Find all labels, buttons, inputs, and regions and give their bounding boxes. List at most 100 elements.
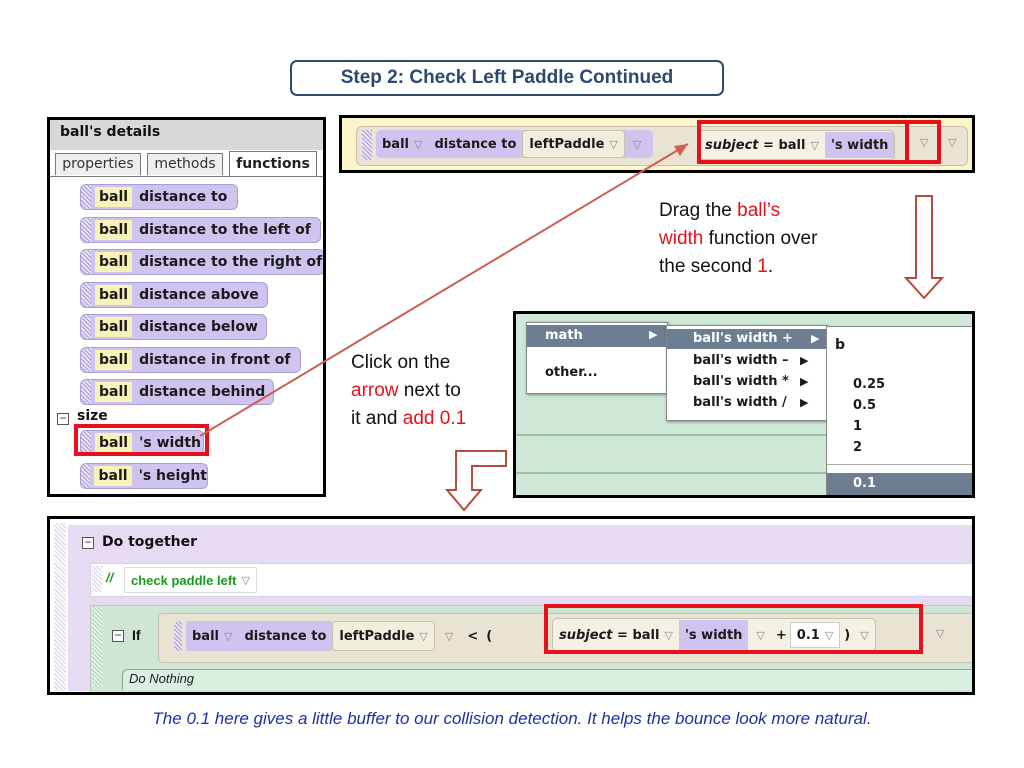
add-value-chip[interactable]: 0.1 ▽ [789, 622, 841, 648]
menu-level3: b 0.25 0.5 1 2 0.1 [826, 326, 972, 495]
note2-text: it and [351, 408, 403, 429]
dropdown-arrow-icon[interactable]: ▽ [241, 574, 250, 587]
if-label: If [132, 627, 141, 643]
connector-line [199, 143, 689, 437]
function-tile-distance-to[interactable]: ball distance to [80, 184, 238, 210]
submenu-arrow-icon: ▶ [811, 332, 820, 345]
function-tile-height[interactable]: ball 's height [80, 463, 208, 489]
tile-grip [81, 250, 91, 274]
submenu-arrow-icon: ▶ [800, 354, 809, 367]
subject-value: ball [778, 137, 806, 153]
condition-row: ball▽ distance to leftPaddle▽ ▽ < ( [174, 617, 494, 655]
if-collapse-icon[interactable]: − [112, 628, 124, 642]
menu-item-other[interactable]: other... [545, 365, 598, 380]
menu-value-0-25[interactable]: 0.25 [853, 377, 886, 392]
tile-object: ball [95, 382, 133, 402]
dropdown-arrow-icon[interactable]: ▽ [824, 628, 834, 642]
do-nothing-label: Do Nothing [122, 669, 972, 690]
function-tile-distance-below[interactable]: ball distance below [80, 314, 267, 340]
dropdown-arrow-icon[interactable]: ▽ [936, 628, 945, 640]
tab-properties[interactable]: properties [55, 153, 141, 175]
size-collapse-icon[interactable]: − [57, 412, 69, 425]
tile-object: ball [94, 466, 132, 486]
tile-object: ball [95, 433, 133, 453]
function-tile-distance-above[interactable]: ball distance above [80, 282, 268, 308]
dropdown-arrow-icon[interactable]: ▽ [414, 137, 423, 151]
add-value: 0.1 [796, 627, 820, 643]
dropdown-arrow-icon[interactable]: ▽ [920, 137, 929, 149]
left-gutter-grip [54, 523, 66, 691]
tile-function: distance to the right of [139, 254, 323, 270]
function-tile-width[interactable]: ball 's width [80, 430, 204, 456]
code-target-chip[interactable]: leftPaddle ▽ [522, 130, 625, 158]
note1-red: ball’s [737, 200, 781, 221]
function-tile-distance-behind[interactable]: ball distance behind [80, 379, 274, 405]
function-tile-distance-left[interactable]: ball distance to the left of [80, 217, 321, 243]
menu-value-1[interactable]: 1 [853, 419, 863, 434]
tile-grip [81, 348, 91, 372]
dropdown-arrow-icon[interactable]: ▽ [444, 630, 454, 643]
code-target-chip[interactable]: leftPaddle ▽ [332, 621, 435, 651]
tab-functions-label: functions [236, 156, 310, 172]
plus-operator: + [775, 627, 787, 643]
menu-item-width-divide[interactable]: ball's width / [693, 395, 787, 410]
expression-chip[interactable]: subject = ball▽ 's width ▽ + 0.1▽ ) ▽ [552, 618, 876, 652]
dropdown-arrow-icon[interactable]: ▽ [664, 628, 673, 642]
tile-function: distance to [139, 189, 228, 205]
code-function-label: distance to [434, 136, 517, 152]
menu-bg-band [516, 434, 972, 436]
condition-end-arrow[interactable]: ▽ [936, 627, 944, 640]
tile-object: ball [95, 317, 133, 337]
tile-object: ball [95, 350, 133, 370]
menu-item-width-minus[interactable]: ball's width – [693, 353, 789, 368]
do-together-collapse-icon[interactable]: − [82, 536, 94, 549]
menu-value-selected[interactable] [827, 473, 972, 495]
menu-value-2[interactable]: 2 [853, 440, 863, 455]
subject-label-text: subject [559, 627, 613, 643]
dropdown-arrow-icon[interactable]: ▽ [948, 137, 957, 149]
tab-methods[interactable]: methods [147, 153, 223, 175]
menu-item-width-plus[interactable] [667, 329, 827, 349]
collapse-glyph: − [114, 628, 122, 642]
dropdown-arrow-icon[interactable]: ▽ [224, 629, 233, 643]
dropdown-arrow-icon[interactable]: ▽ [609, 137, 618, 151]
dropdown-arrow-icon[interactable]: ▽ [419, 629, 428, 643]
less-than: < [467, 628, 479, 644]
menu-value-0-5[interactable]: 0.5 [853, 398, 877, 413]
code-target: leftPaddle [339, 628, 415, 644]
top-dropdown-arrow-2[interactable]: ▽ [948, 136, 956, 149]
comment-grip [92, 566, 102, 592]
dropdown-arrow-icon[interactable]: ▽ [756, 629, 765, 642]
do-nothing-text: Do Nothing [129, 671, 195, 686]
slide-title: Step 2: Check Left Paddle Continued [290, 60, 724, 96]
note1-text: Drag the [659, 200, 738, 221]
function-tile-distance-right[interactable]: ball distance to the right of [80, 249, 323, 275]
subject-chip[interactable]: subject = ball▽ 's width [698, 130, 896, 160]
code-object-chip[interactable]: ball▽ [376, 131, 428, 157]
dropdown-arrow-icon[interactable]: ▽ [860, 629, 869, 642]
do-together-label: Do together [102, 534, 197, 550]
details-header [50, 120, 323, 150]
tile-grip [81, 380, 91, 404]
code-target: leftPaddle [529, 136, 605, 152]
function-tile-distance-front[interactable]: ball distance in front of [80, 347, 301, 373]
caption: The 0.1 here gives a little buffer to ou… [152, 709, 872, 728]
tile-grip [81, 283, 91, 307]
tile-object: ball [95, 285, 133, 305]
top-dropdown-arrow[interactable]: ▽ [920, 136, 928, 149]
code-object-chip[interactable]: ball ▽ [186, 621, 239, 651]
dropdown-arrow-icon[interactable]: ▽ [632, 138, 642, 151]
tab-underline [50, 176, 323, 177]
note1-text: the second [659, 256, 758, 277]
tab-properties-label: properties [62, 156, 134, 172]
code-object: ball [192, 628, 219, 644]
details-panel: ball's details properties methods functi… [47, 117, 326, 497]
menu-item-width-times[interactable]: ball's width * [693, 374, 789, 389]
comment-chip[interactable]: check paddle left▽ [124, 567, 257, 593]
subject-label-text: subject [705, 137, 759, 153]
tile-function: distance to the left of [139, 222, 311, 238]
dropdown-arrow-icon[interactable]: ▽ [810, 138, 819, 152]
tab-functions[interactable]: functions [229, 151, 317, 177]
menu-item-math[interactable] [527, 325, 667, 347]
